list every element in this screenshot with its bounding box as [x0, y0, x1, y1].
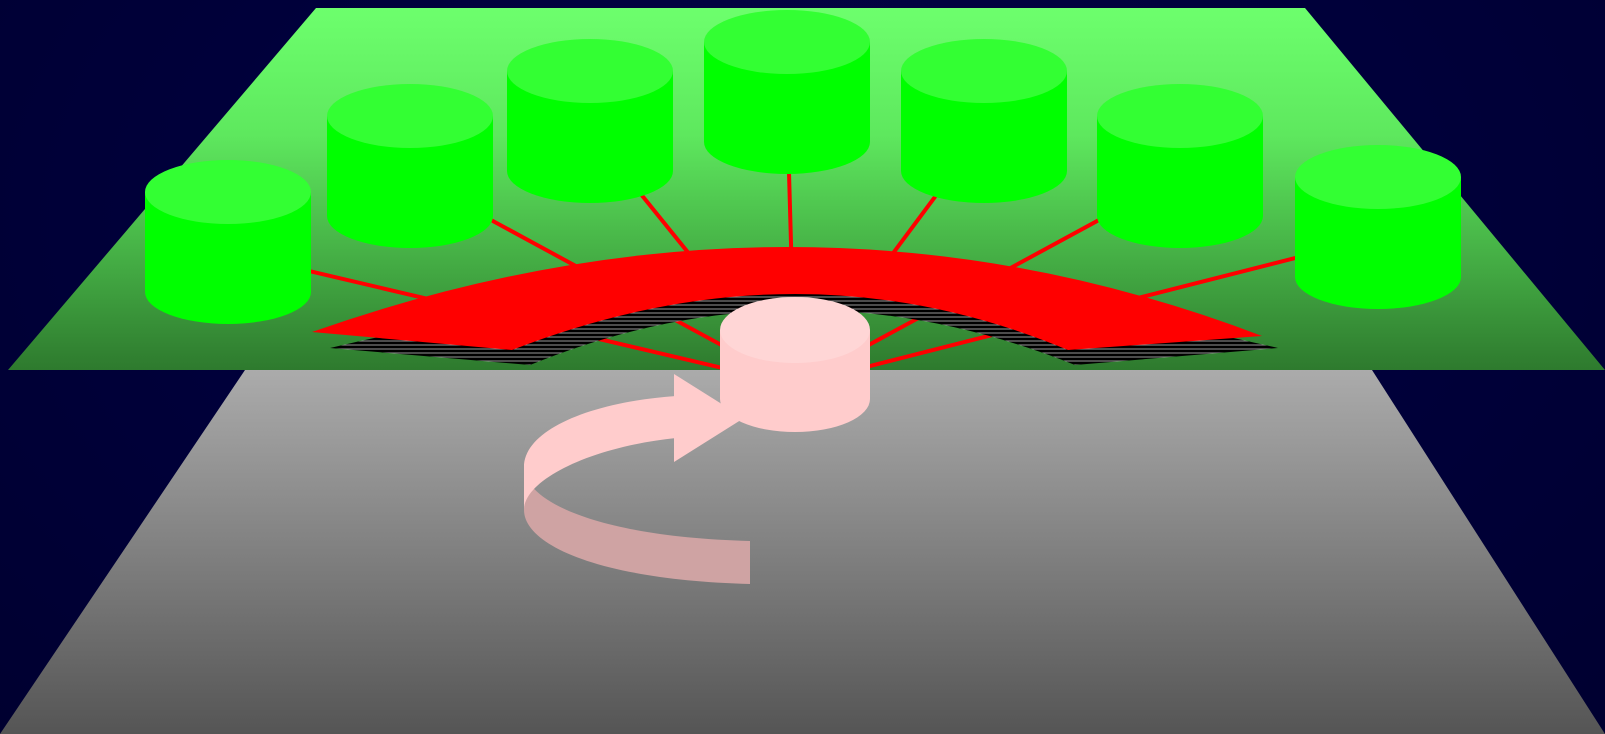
node-side: [1097, 116, 1263, 248]
node-cylinder-6: [1097, 84, 1263, 248]
arrow-back-band: [524, 467, 750, 584]
arrow-front-band: [524, 396, 676, 510]
node-top: [901, 39, 1067, 103]
node-top: [327, 84, 493, 148]
node-side: [145, 192, 311, 324]
node-cylinder-7: [1295, 145, 1461, 309]
node-side: [507, 71, 673, 203]
node-side: [327, 116, 493, 248]
hub-cylinder: [720, 297, 870, 432]
node-cylinder-3: [507, 39, 673, 203]
lower-plane: [0, 370, 1605, 734]
node-cylinder-5: [901, 39, 1067, 203]
node-cylinder-1: [145, 160, 311, 324]
rotation-arrow: [524, 374, 750, 584]
ring-band: [312, 246, 1262, 350]
node-side: [704, 42, 870, 174]
node-cylinder-2: [327, 84, 493, 248]
node-side: [901, 71, 1067, 203]
node-top: [1097, 84, 1263, 148]
hub-top: [720, 297, 870, 363]
node-cylinder-4: [704, 10, 870, 174]
arrow-head: [674, 374, 744, 462]
node-top: [1295, 145, 1461, 209]
nodes-group: [145, 10, 1461, 324]
node-side: [1295, 177, 1461, 309]
node-top: [145, 160, 311, 224]
node-top: [507, 39, 673, 103]
node-top: [704, 10, 870, 74]
